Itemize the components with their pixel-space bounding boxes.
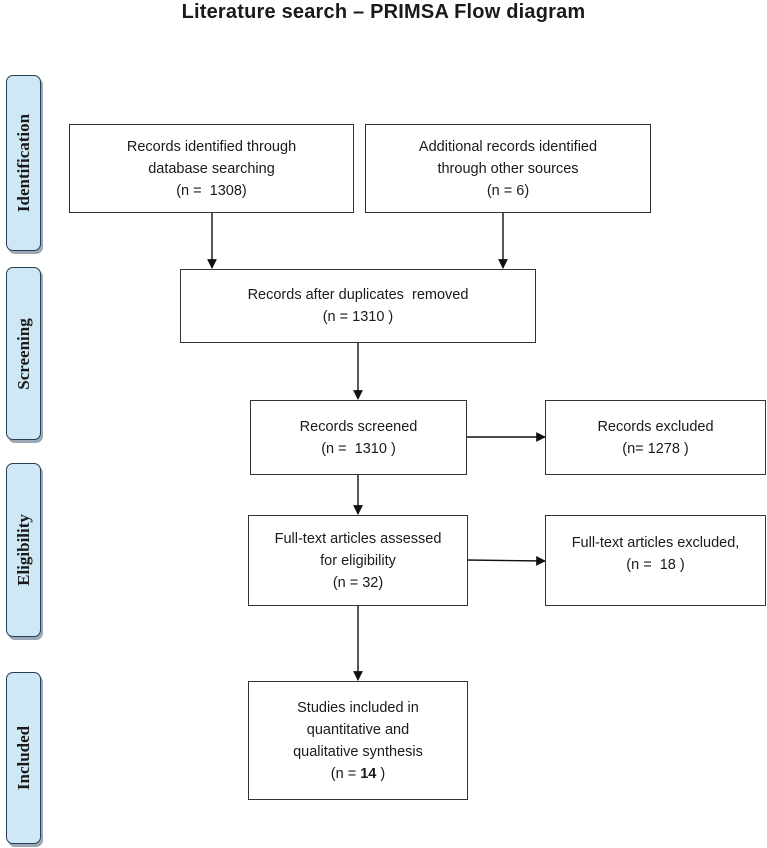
db-search-line2: database searching [148, 160, 275, 177]
included-line2: quantitative and [306, 721, 410, 738]
dedup-count: (n = 1310 ) [322, 309, 394, 325]
included-line3: qualitative synthesis [293, 743, 423, 760]
fulltext-line1: Full-text articles assessed [274, 530, 442, 547]
box-database-search: Records identified through database sear… [69, 124, 354, 213]
other-sources-line2: through other sources [437, 160, 579, 177]
stage-eligibility: Eligibility [6, 463, 41, 637]
fulltext-line2: for eligibility [320, 552, 396, 569]
fulltext-excluded-count: (n = 18 ) [626, 557, 685, 573]
fulltext-excluded-line1: Full-text articles excluded, [571, 535, 740, 551]
stage-identification: Identification [6, 75, 41, 251]
db-search-line1: Records identified through [126, 138, 297, 155]
box-fulltext-assessed: Full-text articles assessed for eligibil… [248, 515, 468, 606]
box-other-sources: Additional records identified through ot… [365, 124, 651, 213]
included-count: (n = 14 ) [331, 763, 385, 785]
arrow-fulltext-to-excluded [465, 555, 546, 566]
box-after-duplicates: Records after duplicates removed (n = 13… [180, 269, 536, 343]
box-fulltext-excluded: Full-text articles excluded, (n = 18 ) [545, 515, 766, 606]
diagram-title: Literature search – PRIMSA Flow diagram [181, 1, 586, 23]
included-count-suffix: ) [376, 765, 386, 782]
dedup-line1: Records after duplicates removed [247, 287, 469, 303]
stage-included: Included [6, 672, 41, 844]
box-records-screened: Records screened (n = 1310 ) [250, 400, 467, 475]
included-count-prefix: (n = [330, 765, 361, 782]
screened-count: (n = 1310 ) [321, 440, 396, 457]
excluded-line1: Records excluded [597, 418, 714, 435]
box-studies-included: Studies included in quantitative and qua… [248, 681, 468, 800]
excluded-count: (n= 1278 ) [622, 440, 689, 457]
included-line1: Studies included in [297, 699, 419, 716]
included-count-value: 14 [360, 765, 377, 782]
screened-line1: Records screened [299, 418, 418, 435]
fulltext-count: (n = 32) [332, 574, 384, 591]
other-sources-line1: Additional records identified [418, 138, 598, 155]
stage-screening: Screening [6, 267, 41, 440]
other-sources-count: (n = 6) [486, 182, 530, 199]
box-records-excluded: Records excluded (n= 1278 ) [545, 400, 766, 475]
db-search-count: (n = 1308) [176, 182, 247, 199]
